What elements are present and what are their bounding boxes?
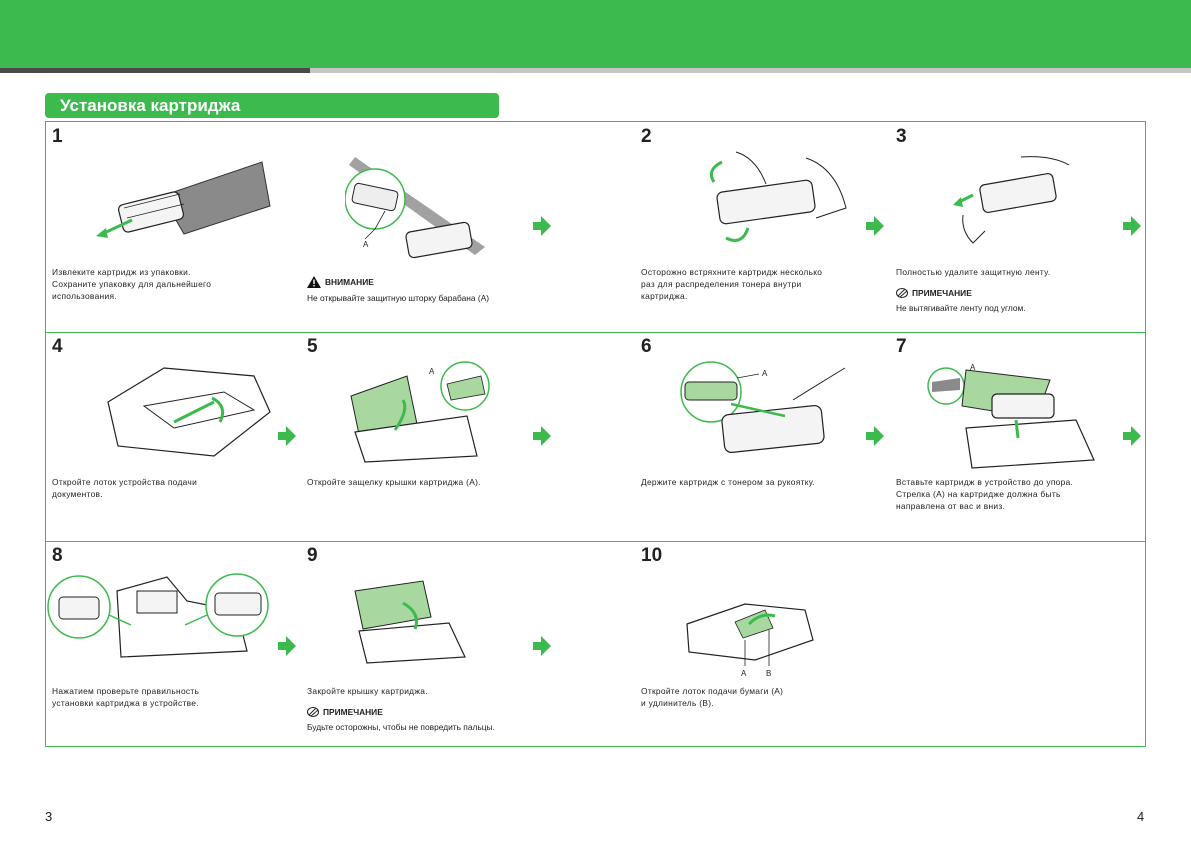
step-number: 5 — [307, 336, 318, 357]
step-1: 1 Извлеките картридж из упаковки. Сохран… — [52, 126, 292, 326]
next-step-arrow-icon — [533, 636, 551, 656]
step-number: 9 — [307, 545, 318, 566]
top-banner — [0, 0, 1191, 68]
step-number: 2 — [641, 126, 652, 147]
next-step-arrow-icon — [1123, 426, 1141, 446]
step-number: 8 — [52, 545, 63, 566]
next-step-arrow-icon — [278, 636, 296, 656]
callout-a: A — [970, 363, 976, 372]
step-1-caution: A ВНИМАНИЕ Не открывайте защитную шторку… — [307, 126, 537, 326]
next-step-arrow-icon — [533, 426, 551, 446]
next-step-arrow-icon — [533, 216, 551, 236]
desc-line: Осторожно встряхните картридж несколько — [641, 267, 823, 277]
desc-line: Извлеките картридж из упаковки. — [52, 267, 191, 277]
desc-line: использования. — [52, 291, 117, 301]
step-description: Держите картридж с тонером за рукоятку. — [641, 476, 815, 488]
step-number: 4 — [52, 336, 63, 357]
desc-line: направлена от вас и вниз. — [896, 501, 1006, 511]
desc-line: Откройте лоток устройства подачи — [52, 477, 198, 487]
step-number: 10 — [641, 545, 663, 566]
callout-a: A — [741, 669, 747, 678]
desc-line: документов. — [52, 489, 103, 499]
step-5: 5 A Откройте защелку крышки картриджа (A… — [307, 336, 537, 536]
step-description: Закройте крышку картриджа. — [307, 685, 428, 697]
desc-line: установки картриджа в устройстве. — [52, 698, 199, 708]
steps-frame — [45, 121, 1146, 747]
step-description: Полностью удалите защитную ленту. — [896, 266, 1050, 278]
note-label: ПРИМЕЧАНИЕ — [912, 288, 972, 298]
step-9: 9 Закройте крышку картриджа. ПРИМЕЧАНИЕ … — [307, 545, 537, 745]
open-cartridge-latch-illustration: A — [350, 361, 490, 463]
step-description: Извлеките картридж из упаковки. Сохранит… — [52, 266, 211, 302]
next-step-arrow-icon — [866, 426, 884, 446]
callout-a: A — [762, 369, 768, 378]
step-description: Откройте защелку крышки картриджа (A). — [307, 476, 481, 488]
open-document-tray-illustration — [107, 367, 271, 457]
caution-text: Не открывайте защитную шторку барабана (… — [307, 293, 490, 303]
desc-line: и удлинитель (B). — [641, 698, 714, 708]
step-description: Откройте лоток устройства подачи докумен… — [52, 476, 197, 500]
note-text: Не вытягивайте ленту под углом. — [896, 303, 1026, 313]
shake-cartridge-illustration — [709, 151, 847, 242]
hold-cartridge-handle-illustration: A — [680, 361, 846, 454]
desc-line: Закройте крышку картриджа. — [307, 686, 428, 696]
desc-line: Вставьте картридж в устройство до упора. — [896, 477, 1074, 487]
desc-line: Нажатием проверьте правильность — [52, 686, 200, 696]
step-number: 7 — [896, 336, 907, 357]
desc-line: Держите картридж с тонером за рукоятку. — [641, 477, 816, 487]
step-number: 3 — [896, 126, 907, 147]
step-description: Вставьте картридж в устройство до упора.… — [896, 476, 1073, 512]
next-step-arrow-icon — [1123, 216, 1141, 236]
desc-line: Стрелка (A) на картридже должна быть — [896, 489, 1061, 499]
callout-a: A — [363, 240, 369, 249]
note-icon — [896, 288, 908, 298]
step-description: Откройте лоток подачи бумаги (A) и удлин… — [641, 685, 783, 709]
note-header: ПРИМЕЧАНИЕ — [896, 288, 972, 298]
step-10: 10 A B Откройте лоток подачи бумаги (A) … — [641, 545, 881, 745]
header-strip-light — [310, 68, 1191, 73]
next-step-arrow-icon — [866, 216, 884, 236]
step-number: 6 — [641, 336, 652, 357]
desc-line: Сохраните упаковку для дальнейшего — [52, 279, 212, 289]
note-icon — [307, 707, 319, 717]
callout-a: A — [429, 367, 435, 376]
section-title: Установка картриджа — [45, 93, 499, 118]
callout-b: B — [766, 669, 771, 678]
page-number-left: 3 — [45, 809, 53, 824]
step-4: 4 Откройте лоток устройства подачи докум… — [52, 336, 292, 536]
header-strip-dark — [0, 68, 310, 73]
step-7: 7 A Вставьте картридж в устройство до уп… — [896, 336, 1136, 536]
remove-tape-illustration — [953, 156, 1070, 244]
desc-line: Полностью удалите защитную ленту. — [896, 267, 1051, 277]
note-text: Будьте осторожны, чтобы не повредить пал… — [307, 722, 495, 732]
caution-header: ВНИМАНИЕ — [307, 276, 374, 288]
desc-line: картриджа. — [641, 291, 688, 301]
step-number: 1 — [52, 126, 63, 147]
warning-icon — [307, 276, 321, 288]
page-number-right: 4 — [1137, 809, 1145, 824]
caution-label: ВНИМАНИЕ — [325, 277, 374, 287]
press-cartridge-illustration — [47, 573, 269, 658]
open-paper-tray-illustration: A B — [686, 603, 814, 678]
step-3: 3 Полностью удалите защитную ленту. ПРИМ… — [896, 126, 1136, 326]
step-description: Нажатием проверьте правильность установк… — [52, 685, 199, 709]
note-label: ПРИМЕЧАНИЕ — [323, 707, 383, 717]
note-header: ПРИМЕЧАНИЕ — [307, 707, 383, 717]
step-6: 6 A Держите картридж с тонером за рукоят… — [641, 336, 881, 536]
row-divider — [46, 541, 1145, 542]
close-cartridge-cover-illustration — [354, 580, 466, 664]
step-description: Осторожно встряхните картридж несколько … — [641, 266, 822, 302]
desc-line: раз для распределения тонера внутри — [641, 279, 802, 289]
insert-cartridge-illustration: A — [927, 363, 1095, 469]
drum-shutter-illustration: A — [345, 157, 485, 259]
step-8: 8 Нажатием проверьте правильность устано… — [47, 545, 292, 745]
desc-line: Откройте защелку крышки картриджа (A). — [307, 477, 481, 487]
step-2: 2 Осторожно встряхните картридж нескольк… — [641, 126, 881, 326]
next-step-arrow-icon — [278, 426, 296, 446]
desc-line: Откройте лоток подачи бумаги (A) — [641, 686, 784, 696]
row-divider — [46, 332, 1145, 333]
cartridge-unpack-illustration — [96, 161, 271, 238]
